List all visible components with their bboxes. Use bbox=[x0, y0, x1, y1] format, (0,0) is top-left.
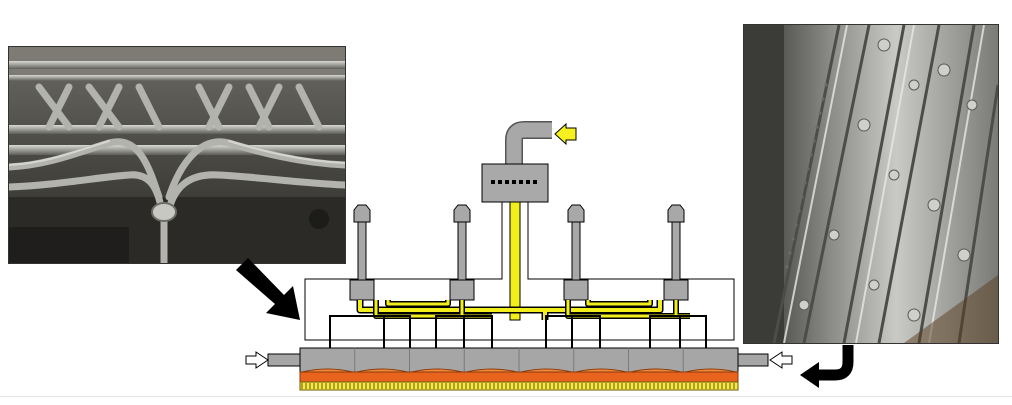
black-arrow-icon bbox=[236, 258, 300, 320]
black-arrow-icon bbox=[800, 345, 854, 388]
manifold-photo-art bbox=[9, 47, 345, 263]
yellow-arrow-icon bbox=[554, 122, 577, 146]
nozzle-icon bbox=[449, 204, 475, 301]
nozzle-icon bbox=[349, 204, 375, 301]
bottom-divider bbox=[0, 396, 1012, 397]
distribution-box-holes bbox=[491, 180, 537, 184]
die-surface-photo-art bbox=[744, 25, 998, 343]
main-feed-line bbox=[509, 201, 521, 321]
nozzle-icon bbox=[563, 204, 589, 301]
heater-strip bbox=[299, 368, 739, 391]
white-arrow-icon bbox=[245, 351, 269, 369]
white-arrow-icon bbox=[769, 351, 793, 369]
die-surface-photo bbox=[743, 24, 999, 344]
nozzle-icon bbox=[663, 204, 689, 301]
manifold-photo bbox=[8, 46, 346, 264]
chamber-bar bbox=[267, 347, 769, 373]
inlet-duct bbox=[505, 121, 552, 164]
